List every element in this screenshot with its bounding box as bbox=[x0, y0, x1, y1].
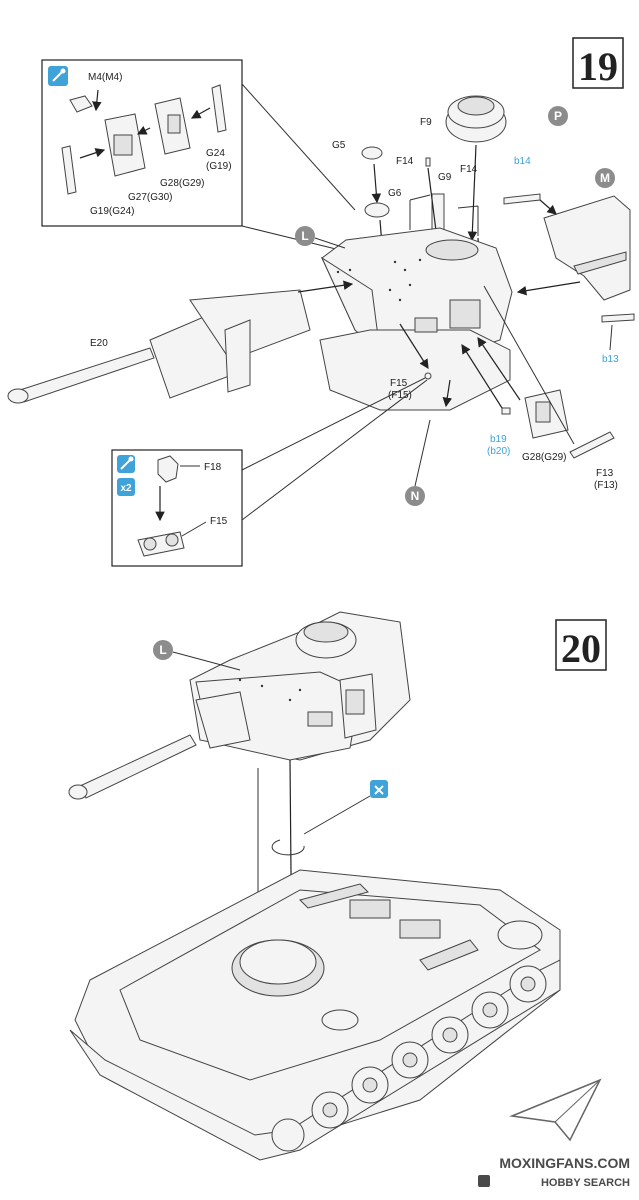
part-f14a bbox=[409, 194, 431, 230]
part-g6 bbox=[364, 202, 390, 218]
part-g27-window bbox=[113, 134, 133, 156]
part-g5 bbox=[361, 146, 383, 160]
part-g24 bbox=[211, 84, 227, 133]
step-19-number: 19 bbox=[578, 44, 618, 89]
label-g27: G27(G30) bbox=[128, 192, 172, 203]
turret-body bbox=[319, 227, 513, 411]
watermark-line2: HOBBY SEARCH bbox=[541, 1177, 630, 1189]
label-b14: b14 bbox=[514, 156, 531, 167]
svg-text:L: L bbox=[301, 229, 308, 243]
label-f13b: (F13) bbox=[594, 480, 618, 491]
callout-l-step20: L bbox=[153, 640, 173, 660]
label-f14a: F14 bbox=[396, 156, 414, 167]
label-f13: F13 bbox=[596, 468, 614, 479]
label-g28: G28(G29) bbox=[522, 452, 566, 463]
part-b19 bbox=[501, 407, 511, 415]
part-f9 bbox=[425, 157, 431, 167]
label-b13: b13 bbox=[602, 354, 619, 365]
label-g28-inset: G28(G29) bbox=[160, 178, 204, 189]
svg-text:N: N bbox=[411, 489, 420, 503]
label-f18: F18 bbox=[204, 462, 222, 473]
label-g24: G24 bbox=[206, 148, 225, 159]
cupola-part bbox=[445, 95, 507, 143]
tank-track bbox=[69, 959, 561, 1161]
svg-text:M: M bbox=[600, 171, 610, 185]
label-f15b: (F15) bbox=[388, 390, 412, 401]
tank-hull bbox=[74, 869, 561, 1151]
label-f15: F15 bbox=[390, 378, 408, 389]
hobby-search-icon bbox=[478, 1175, 490, 1187]
part-m4 bbox=[69, 95, 93, 113]
svg-text:L: L bbox=[159, 643, 166, 657]
part-b13 bbox=[601, 313, 635, 323]
assembly-icon bbox=[370, 780, 388, 798]
label-g9: G9 bbox=[438, 172, 452, 183]
part-f13 bbox=[569, 431, 615, 459]
callout-n: N bbox=[405, 486, 425, 506]
svg-text:x2: x2 bbox=[120, 483, 132, 494]
callout-l-step19: L bbox=[295, 226, 315, 246]
part-f18 bbox=[157, 455, 179, 483]
rotate-arrow bbox=[271, 839, 305, 856]
label-e20: E20 bbox=[90, 338, 108, 349]
callout-m: M bbox=[595, 168, 615, 188]
callout-p: P bbox=[548, 106, 568, 126]
label-b19: b19 bbox=[490, 434, 507, 445]
paper-plane-logo bbox=[509, 1078, 602, 1142]
label-g24b: (G19) bbox=[206, 161, 232, 172]
label-f15-inset: F15 bbox=[210, 516, 228, 527]
label-g19: G19(G24) bbox=[90, 206, 134, 217]
part-f14b bbox=[457, 205, 479, 236]
watermark-line1: MOXINGFANS.COM bbox=[499, 1155, 630, 1171]
side-armor-part bbox=[543, 195, 631, 301]
inset-f18-assembly: x2 F18 F15 bbox=[111, 449, 243, 567]
label-f14b: F14 bbox=[460, 164, 478, 175]
glue-icon bbox=[48, 66, 68, 86]
gun-assembly bbox=[7, 289, 311, 404]
watermark: MOXINGFANS.COM HOBBY SEARCH bbox=[478, 1078, 630, 1189]
part-g28-window bbox=[167, 114, 181, 134]
step-20-box: 20 bbox=[555, 619, 607, 671]
part-f15 bbox=[424, 372, 432, 380]
label-f9: F9 bbox=[420, 117, 432, 128]
label-b20: (b20) bbox=[487, 446, 510, 457]
glue-icon-2 bbox=[117, 455, 135, 473]
x2-icon: x2 bbox=[117, 478, 135, 496]
svg-text:P: P bbox=[554, 109, 562, 123]
assembled-gun bbox=[68, 734, 197, 800]
step-19-box: 19 bbox=[572, 37, 624, 89]
part-g19 bbox=[61, 145, 77, 195]
label-g5: G5 bbox=[332, 140, 346, 151]
part-b14 bbox=[503, 193, 541, 205]
step-20-number: 20 bbox=[561, 626, 601, 671]
label-g6: G6 bbox=[388, 188, 402, 199]
label-m4: M4(M4) bbox=[88, 72, 122, 83]
assembled-turret bbox=[189, 611, 411, 761]
inset-hatch-assembly: M4(M4) G24 (G19) G28(G29) G27(G30) G19(G… bbox=[41, 59, 243, 227]
